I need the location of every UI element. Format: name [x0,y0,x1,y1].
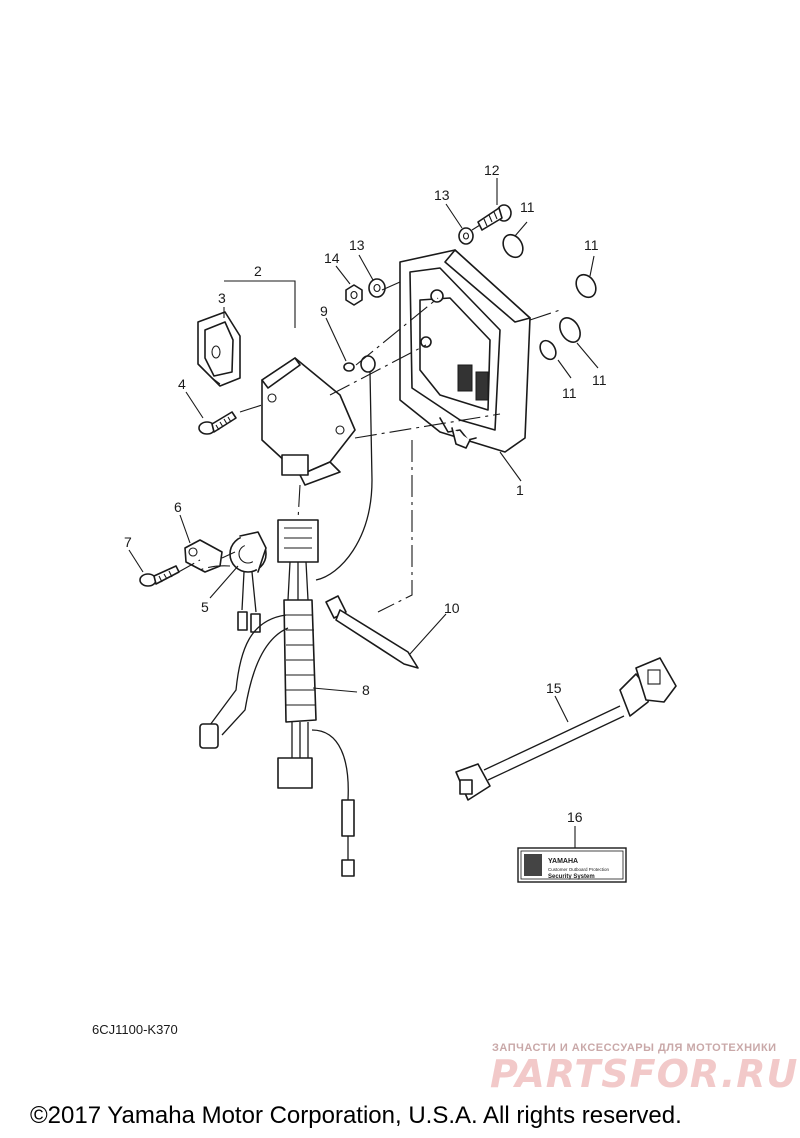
part-9-ring [343,362,355,372]
part-3-cover [197,311,241,387]
part-14-nut [345,284,363,306]
callout-9: 9 [320,303,328,319]
decal-brand: YAMAHA [548,858,578,865]
callout-3: 3 [218,290,226,306]
part-5-sensor [229,531,267,633]
callout-14: 14 [324,250,340,266]
callout-13b: 13 [349,237,365,253]
callout-12: 12 [484,162,500,178]
callout-5: 5 [201,599,209,615]
callout-1: 1 [516,482,524,498]
callout-6: 6 [174,499,182,515]
part-1-housing [399,249,531,453]
part-11-orings [502,233,597,361]
callout-7: 7 [124,534,132,550]
part-16-decal: YAMAHA Customer Outboard Protection Secu… [517,847,627,883]
callout-11c: 11 [562,385,577,401]
callout-15: 15 [546,680,562,696]
callout-13a: 13 [434,187,450,203]
part-10-cable-tie [325,595,419,669]
assembly-lines [174,224,561,613]
callout-11d: 11 [592,372,607,388]
watermark-logo: PARTSFOR.RU [490,1052,799,1096]
callout-2: 2 [254,263,262,279]
copyright-notice: ©2017 Yamaha Motor Corporation, U.S.A. A… [30,1102,682,1129]
ground-lead [315,355,376,581]
part-2-control-unit [261,357,356,486]
part-13-washers [368,227,474,298]
part-12-screw [477,204,512,231]
watermark-tagline: ЗАПЧАСТИ И АКСЕССУАРЫ ДЛЯ МОТОТЕХНИКИ [492,1042,777,1054]
leader-lines [128,178,599,848]
decal-line1: Customer Outboard Protection [548,867,610,872]
part-8-wire-harness [199,519,355,877]
callout-8: 8 [362,682,370,698]
part-6-bracket [184,539,223,573]
callout-16: 16 [567,809,583,825]
part-4-screw [198,411,237,435]
decal-line2: Security System [548,874,595,880]
callout-11a: 11 [520,199,535,215]
callout-10: 10 [444,600,460,616]
part-7-screw [139,565,180,587]
callout-11b: 11 [584,237,599,253]
callout-labels: 1 2 3 4 5 6 7 8 9 10 11 11 11 11 12 13 1… [124,162,607,825]
drawing-code: 6CJ1100-K370 [92,1022,178,1037]
part-15-lead [455,657,677,801]
callout-4: 4 [178,376,186,392]
